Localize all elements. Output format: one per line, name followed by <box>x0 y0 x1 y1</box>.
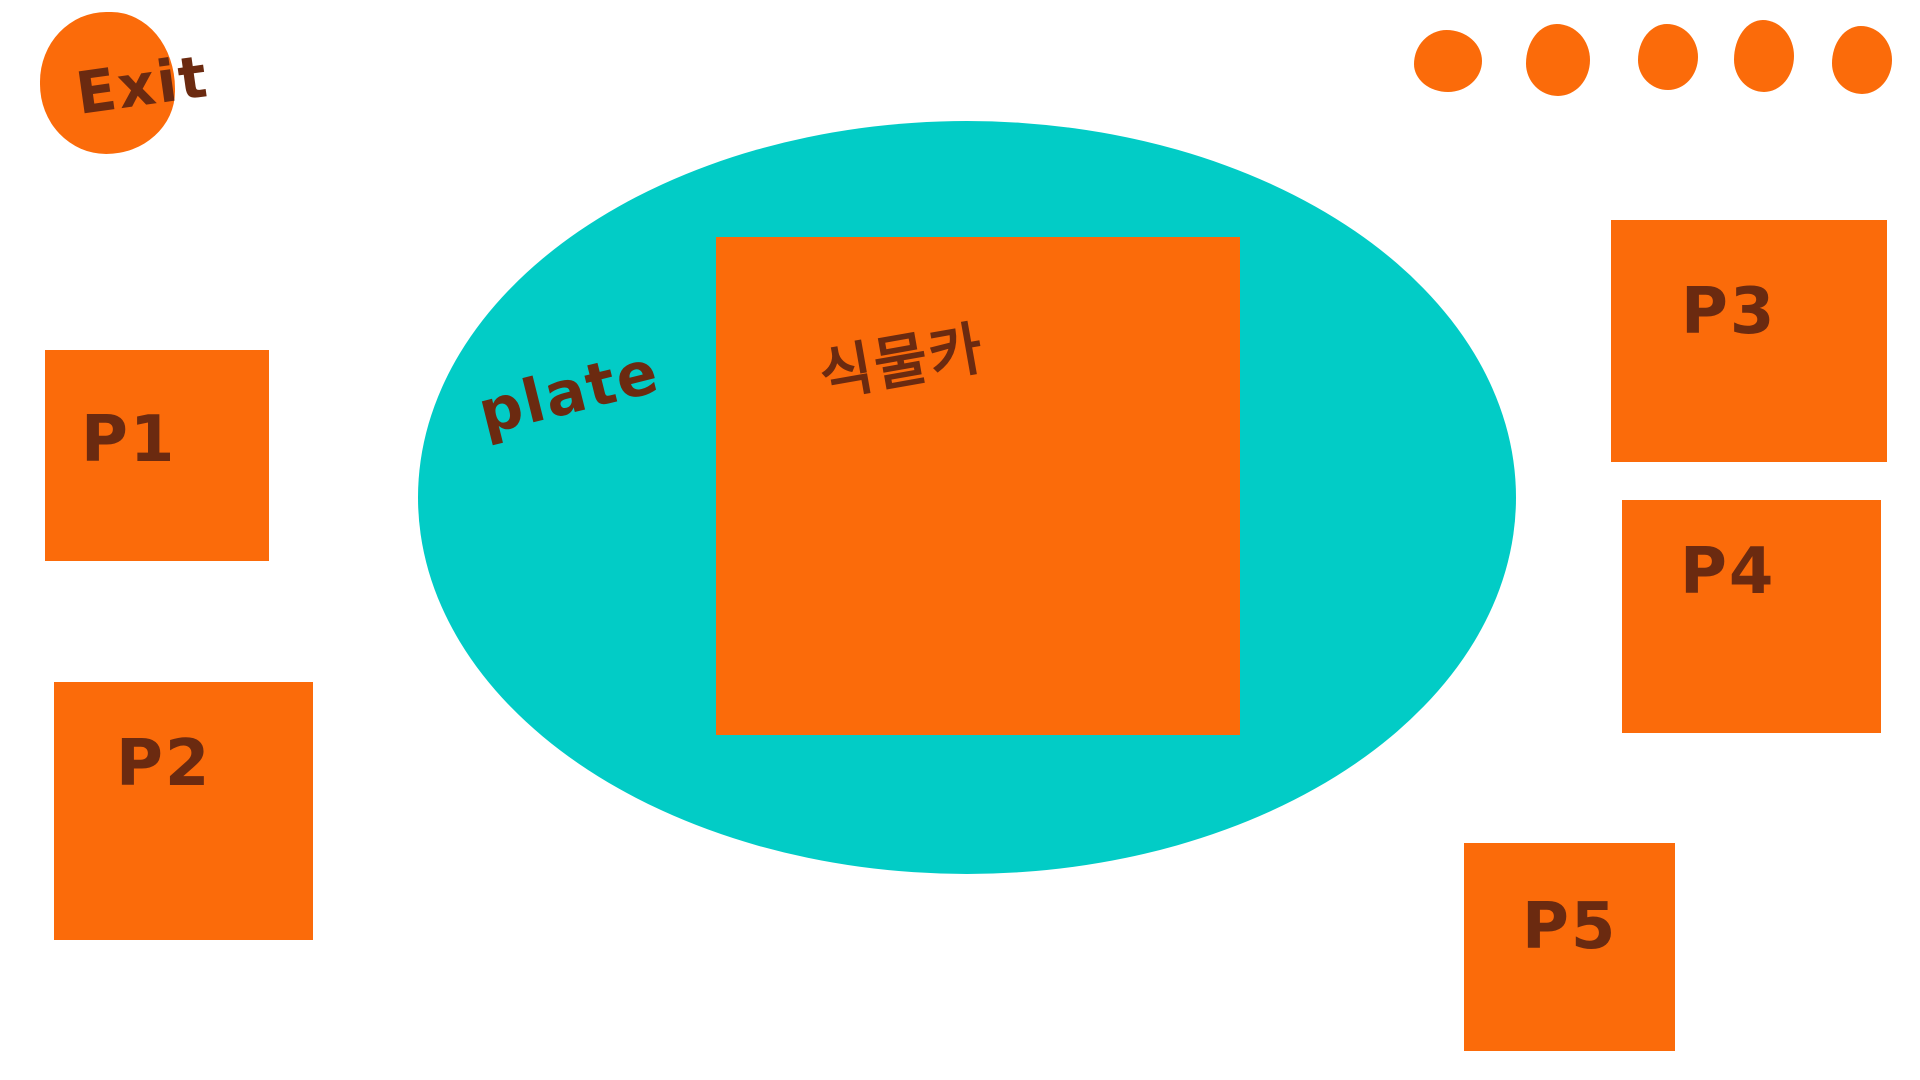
player-card-label: P4 <box>1680 535 1776 609</box>
player-card-p1[interactable]: P1 <box>45 350 269 561</box>
player-card-p5[interactable]: P5 <box>1464 843 1675 1051</box>
player-card-label: P5 <box>1522 890 1618 964</box>
status-dot-2 <box>1526 24 1590 96</box>
exit-label: Exit <box>71 42 213 128</box>
status-dot-5 <box>1832 26 1892 94</box>
player-card-p4[interactable]: P4 <box>1622 500 1881 733</box>
status-dot-1 <box>1414 30 1482 92</box>
center-card-label: 식물카 <box>814 313 990 410</box>
center-card[interactable]: 식물카 <box>716 237 1240 735</box>
player-card-label: P3 <box>1681 275 1777 349</box>
status-dot-3 <box>1638 24 1698 90</box>
exit-button[interactable]: Exit <box>40 12 213 154</box>
player-card-label: P1 <box>81 403 177 477</box>
status-dots <box>1400 20 1900 100</box>
status-dot-4 <box>1734 20 1794 92</box>
player-card-label: P2 <box>116 727 212 801</box>
player-card-p3[interactable]: P3 <box>1611 220 1887 462</box>
player-card-p2[interactable]: P2 <box>54 682 313 940</box>
